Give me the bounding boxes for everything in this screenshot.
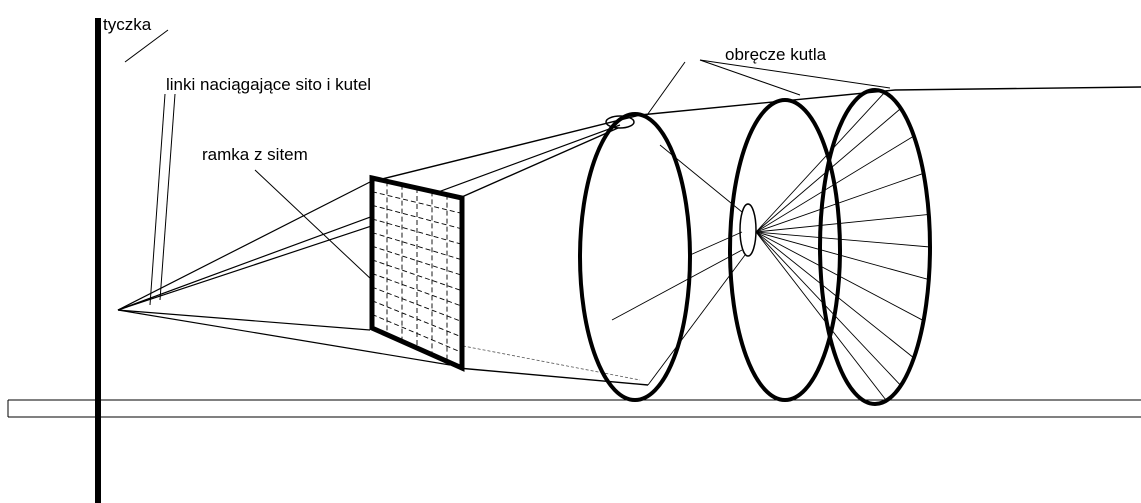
connector-line [369,114,641,183]
hoop-1 [578,112,692,402]
funnel-line [647,254,746,386]
hoop-2 [728,98,842,402]
pointer-pole [124,29,169,63]
spoke [755,231,887,401]
connector-line-dashed [457,344,641,381]
hoops [578,88,932,406]
tension-line [117,309,451,366]
pointer-hoop-3 [699,59,891,89]
spoke [755,231,902,386]
pole [95,18,101,503]
funnel-line [659,144,743,213]
tension-lines [117,124,621,366]
sieve-mesh-horizontal [371,286,463,323]
spoke [755,108,902,233]
spokes [755,92,931,401]
sieve-mesh [371,181,463,362]
sieve-mesh-horizontal [371,313,463,353]
tension-line [117,181,371,311]
spoke [755,231,924,322]
spoke [755,231,931,248]
pointer-lines-1 [159,93,176,301]
spoke [755,172,924,233]
hoop-1-lip [605,115,635,129]
spoke [755,231,915,359]
pointer-frame [254,169,373,281]
hoop-3 [818,88,932,406]
tension-line [117,124,621,311]
label-lines: linki naciągające sito i kutel [166,75,371,94]
connector-line [639,89,896,116]
pointer-hoop-2 [699,59,801,96]
connector-line [894,86,1141,91]
tension-line [117,309,371,331]
funnel-line [611,249,743,321]
sieve-mesh-horizontal [371,300,463,338]
pointer-lines [124,29,891,306]
connector-line [457,367,649,386]
connector-line [454,127,619,201]
funnel-lines [611,144,746,386]
spoke [755,213,929,233]
frame-to-hoop-lines [369,86,1141,386]
sieve-frame [369,174,465,372]
pointer-lines-2 [149,93,166,306]
funnel-outlet [739,203,757,257]
pointer-hoop-1 [644,61,686,119]
label-pole: tyczka [103,15,152,34]
spoke [755,135,915,233]
label-hoops: obręcze kutla [725,45,827,64]
label-frame: ramka z sitem [202,145,308,164]
spoke [755,92,885,233]
spoke [755,231,929,281]
funnel-line [689,231,743,256]
